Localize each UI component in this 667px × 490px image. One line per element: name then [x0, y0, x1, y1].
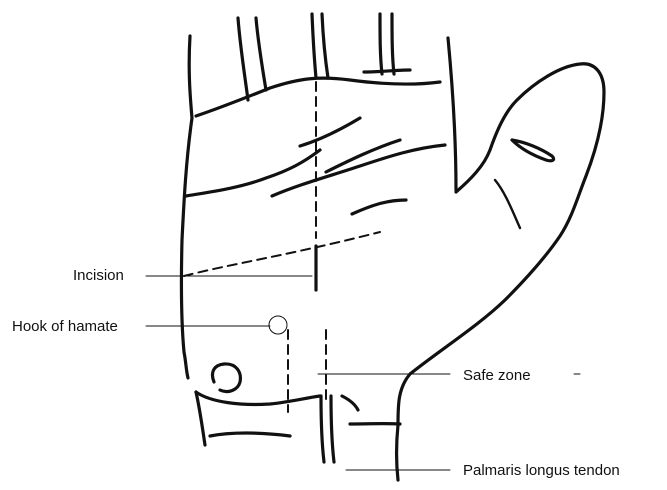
- hook-of-hamate-marker: [269, 316, 287, 334]
- safe-zone-label: Safe zone: [463, 367, 531, 384]
- kaplan-line: [184, 232, 380, 276]
- wrist-region: [196, 364, 400, 480]
- incision-label: Incision: [73, 267, 124, 284]
- surgical-markings: [184, 82, 380, 412]
- finger-lines: [238, 14, 410, 100]
- palmaris-longus-tendon-label: Palmaris longus tendon: [463, 462, 620, 479]
- hook-of-hamate-label: Hook of hamate: [12, 318, 118, 335]
